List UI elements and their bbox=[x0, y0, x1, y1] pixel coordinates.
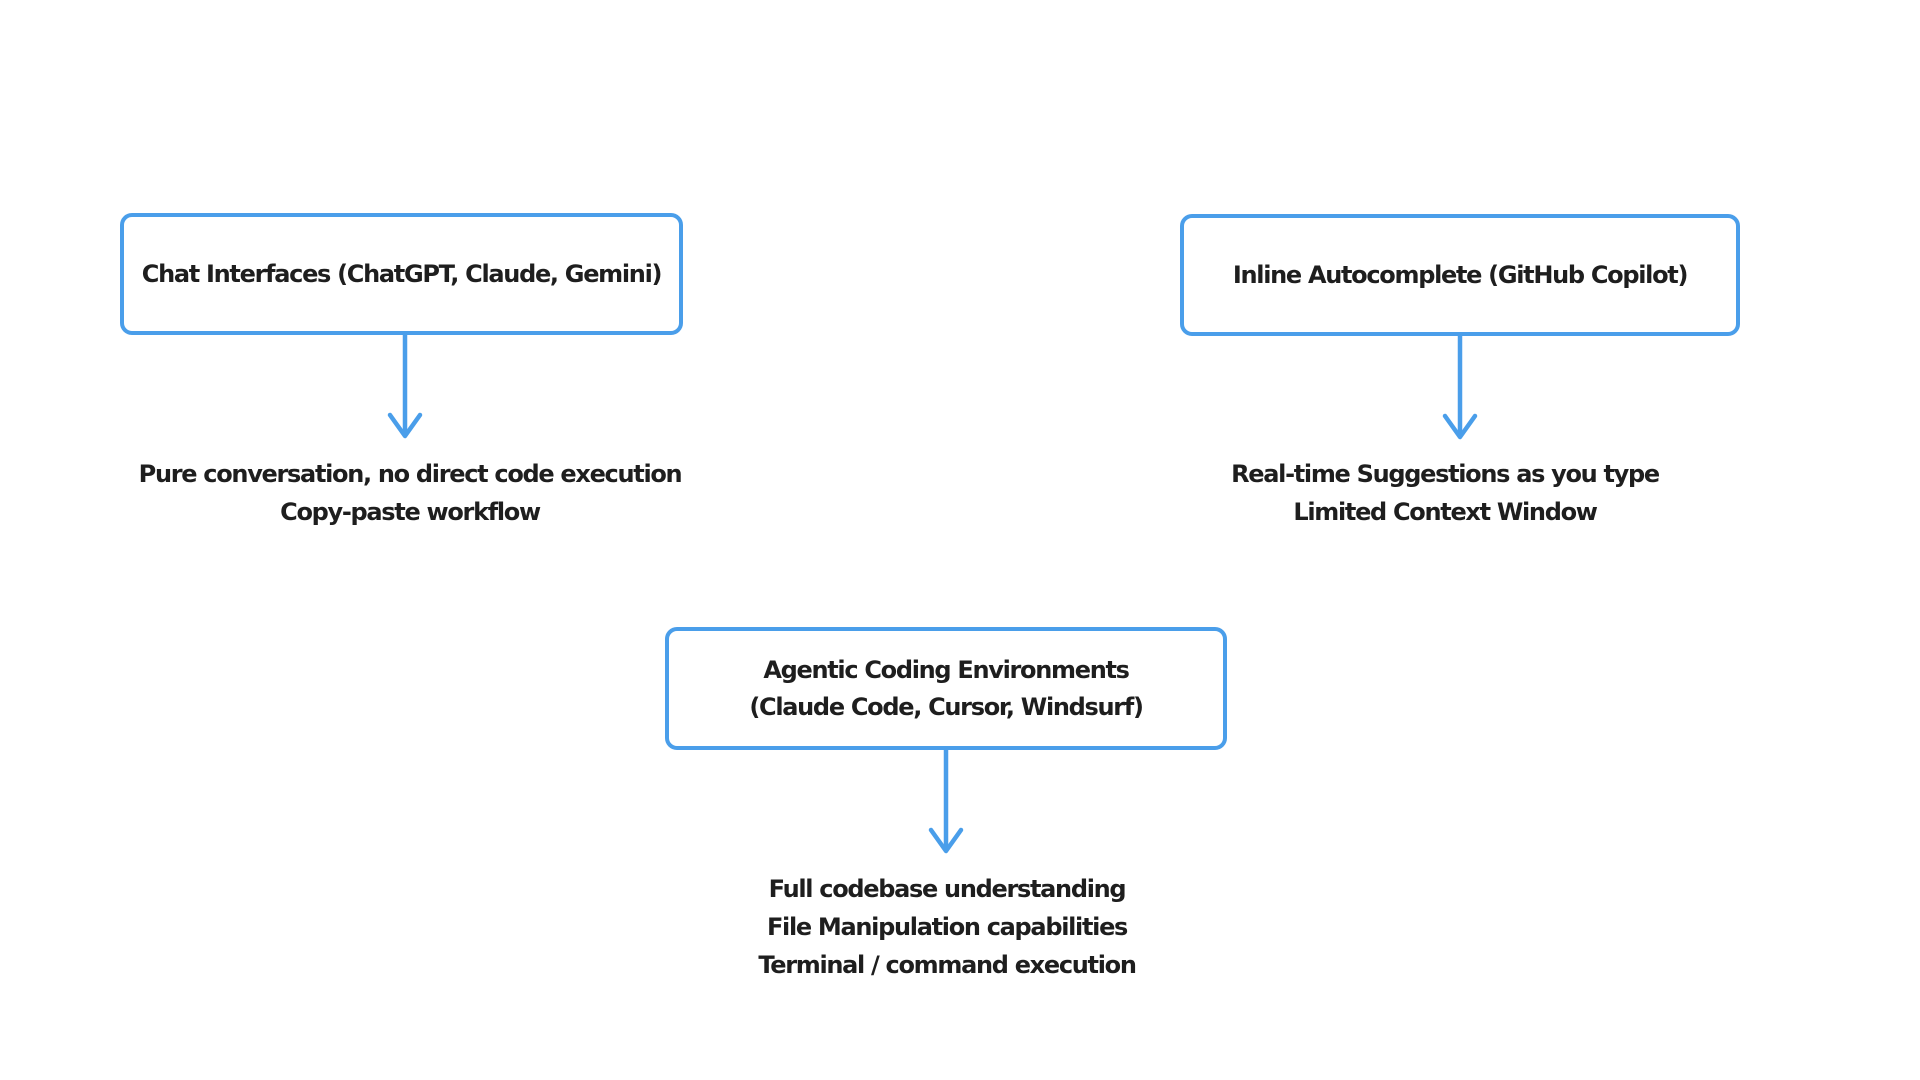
note-line: File Manipulation capabilities bbox=[766, 913, 1128, 941]
note-line: Limited Context Window bbox=[1293, 498, 1598, 526]
arrow-down-icon bbox=[924, 748, 968, 858]
note-line: Full codebase understanding bbox=[768, 875, 1127, 903]
node-agentic-environments-label-line1: Agentic Coding Environments bbox=[763, 655, 1130, 684]
note-line: Real-time Suggestions as you type bbox=[1231, 460, 1660, 488]
arrow-down-icon bbox=[1438, 334, 1482, 444]
arrow-down-icon bbox=[383, 333, 427, 443]
note-line: Pure conversation, no direct code execut… bbox=[138, 460, 683, 488]
node-inline-autocomplete: Inline Autocomplete (GitHub Copilot) bbox=[1180, 214, 1740, 336]
node-agentic-environments: Agentic Coding Environments (Claude Code… bbox=[665, 627, 1227, 750]
note-line: Terminal / command execution bbox=[758, 951, 1137, 979]
note-inline-autocomplete: Real-time Suggestions as you type Limite… bbox=[1120, 455, 1770, 531]
node-agentic-environments-label-line2: (Claude Code, Cursor, Windsurf) bbox=[749, 692, 1144, 721]
node-inline-autocomplete-label: Inline Autocomplete (GitHub Copilot) bbox=[1232, 260, 1689, 289]
note-chat-interfaces: Pure conversation, no direct code execut… bbox=[85, 455, 735, 531]
note-agentic-environments: Full codebase understanding File Manipul… bbox=[622, 870, 1272, 984]
node-chat-interfaces-label: Chat Interfaces (ChatGPT, Claude, Gemini… bbox=[141, 259, 663, 288]
note-line: Copy-paste workflow bbox=[280, 498, 541, 526]
node-chat-interfaces: Chat Interfaces (ChatGPT, Claude, Gemini… bbox=[120, 213, 683, 335]
